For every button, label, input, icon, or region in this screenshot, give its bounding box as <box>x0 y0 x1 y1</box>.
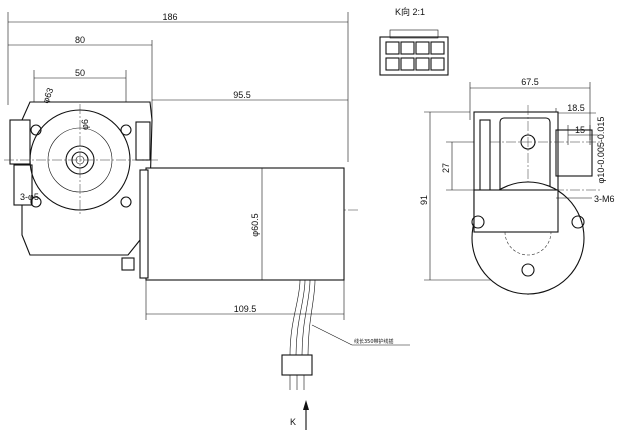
dim-side-width: 67.5 <box>521 77 539 87</box>
pin-2 <box>400 41 415 55</box>
view-title: K向 2:1 <box>395 6 425 17</box>
bottom-boss <box>121 257 135 271</box>
dim-mount-h: 27 <box>441 163 451 173</box>
front-view: 186 80 50 95.5 φ60.5 109.5 <box>4 12 410 430</box>
dim-gearbox-width: 80 <box>75 35 85 45</box>
dim-bolt-spacing: 50 <box>75 68 85 78</box>
side-view: 67.5 18.5 15 91 27 φ10-0.005 <box>419 77 615 295</box>
bolt-hole-tr <box>120 124 132 136</box>
dim-shaft-tolerance: φ10-0.005-0.015 <box>596 117 606 184</box>
connector-latch <box>389 29 439 39</box>
dim-motor-length-total: 109.5 <box>234 304 257 314</box>
dim-motor-diameter: φ60.5 <box>250 213 260 236</box>
bolt-hole-tl <box>30 124 42 136</box>
pin-5 <box>385 57 400 71</box>
pin-3 <box>415 41 430 55</box>
output-shaft <box>555 129 593 177</box>
view-arrow-head <box>303 400 309 410</box>
left-lug <box>13 164 33 206</box>
dim-shaft-dia: φ6 <box>80 119 90 130</box>
arrow-label: K <box>290 417 296 427</box>
pin-7 <box>415 57 430 71</box>
dim-motor-length: 95.5 <box>233 90 251 100</box>
left-flange <box>9 119 31 165</box>
dim-overall-length: 186 <box>162 12 177 22</box>
side-hole-top <box>520 134 536 150</box>
gearbox-lower <box>473 189 559 233</box>
pin-8 <box>430 57 445 71</box>
k-view: K向 2:1 <box>379 6 449 76</box>
dim-thread: 3-M6 <box>594 194 615 204</box>
right-lug <box>135 121 151 161</box>
cable-note: 线长350带护线插 <box>354 338 394 345</box>
dim-holes: 3-φ5 <box>20 192 39 202</box>
pin-1 <box>385 41 400 55</box>
flange-hole-bottom <box>521 263 535 277</box>
motor-flange <box>139 169 149 279</box>
bolt-hole-br <box>120 196 132 208</box>
dim-side-offset: 18.5 <box>567 103 585 113</box>
dim-height: 91 <box>419 195 429 205</box>
connector-plug <box>281 354 313 376</box>
pin-6 <box>400 57 415 71</box>
motor-can <box>145 167 345 281</box>
flange-hole-right <box>571 215 585 229</box>
bolt-hole-bl <box>30 196 42 208</box>
pin-4 <box>430 41 445 55</box>
flange-hole-left <box>471 215 485 229</box>
